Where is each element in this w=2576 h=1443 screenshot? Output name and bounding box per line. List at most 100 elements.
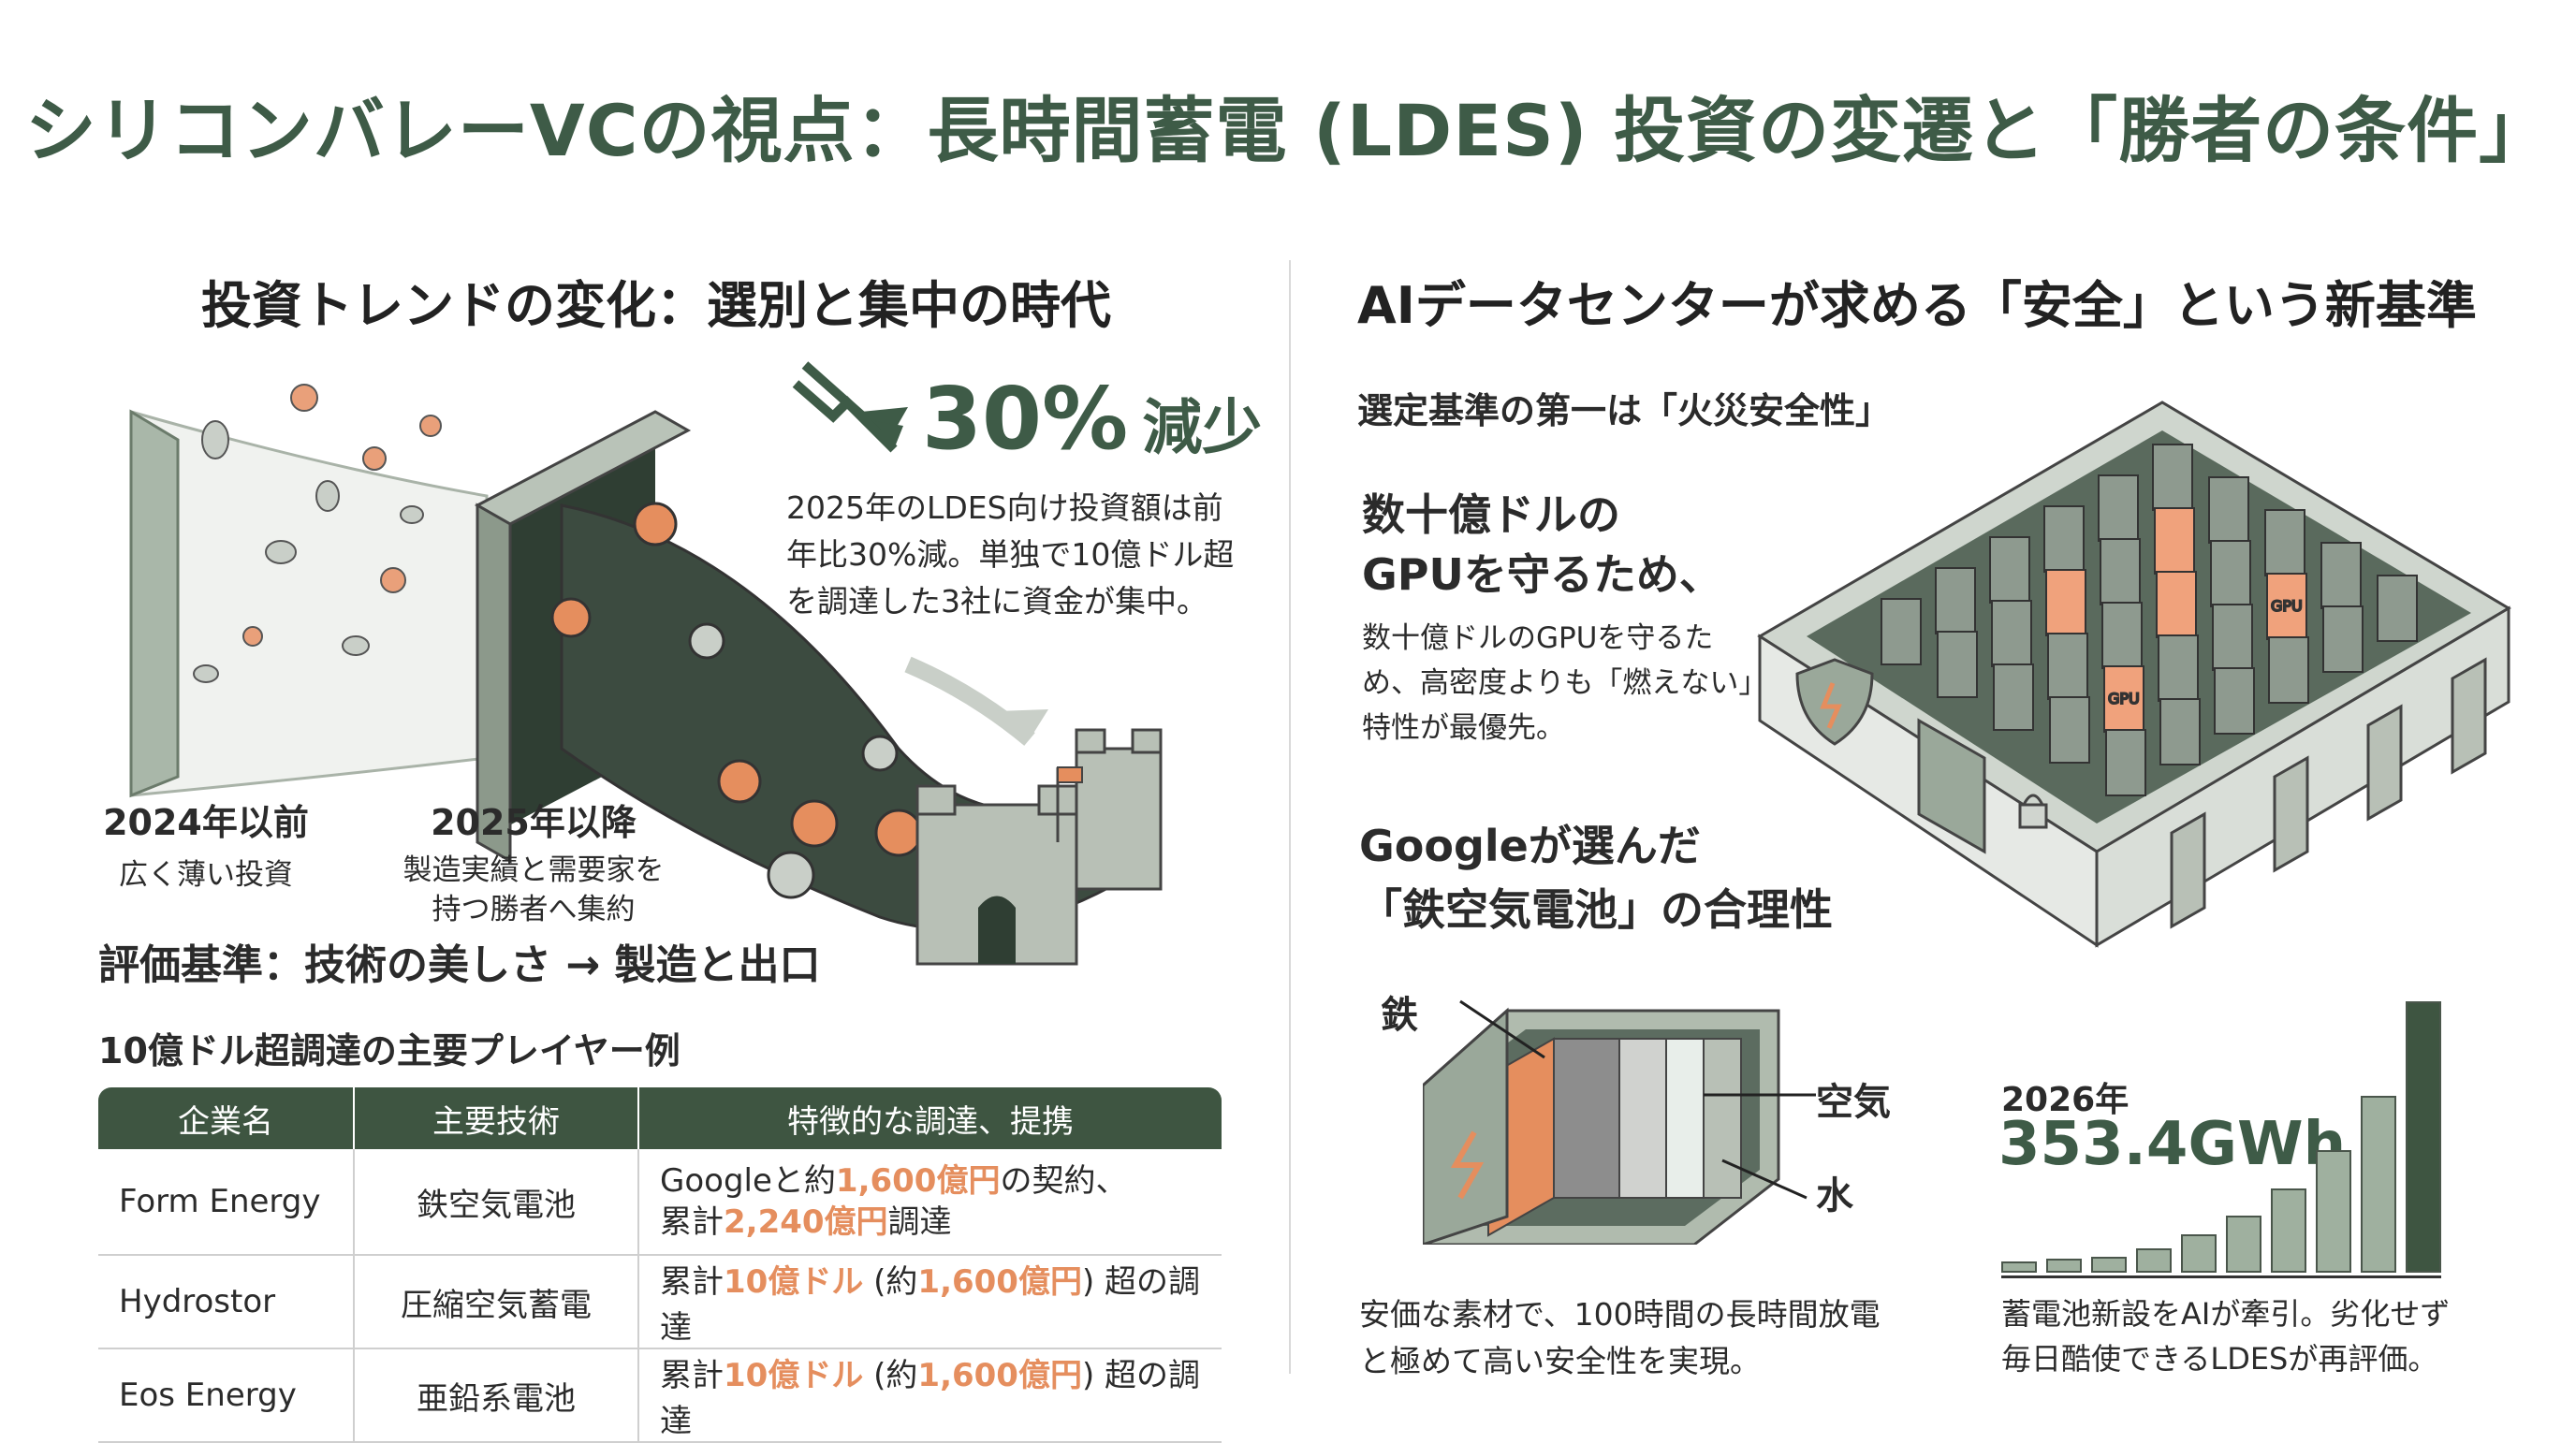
highlight-amount: 10億ドル — [724, 1263, 864, 1301]
server-rack — [1991, 600, 2032, 667]
deal-text: ) 超の調達 — [660, 1263, 1201, 1347]
year-label: 2026年 — [2001, 1081, 2130, 1119]
server-rack — [2377, 575, 2418, 642]
deal-text: ) 超の調達 — [660, 1357, 1201, 1440]
cell-deal: 累計10億ドル (約1,600億円) 超の調達 — [637, 1255, 1222, 1349]
cell-deal: Googleと約1,600億円の契約、 累計2,240億円調達 — [637, 1149, 1222, 1256]
gpu-rack — [2266, 573, 2307, 640]
gwh-value: 353.4GWh — [1998, 1110, 2347, 1179]
datacenter-illustration: GPU GPU — [1757, 401, 2511, 948]
after-title: 2025年以降 — [431, 802, 637, 843]
server-rack — [2101, 602, 2143, 669]
highlight-amount: 1,600億円 — [917, 1357, 1082, 1394]
server-rack — [2212, 604, 2253, 671]
growth-bar — [2271, 1188, 2306, 1273]
growth-bar — [2001, 1261, 2037, 1273]
col-header: 特徴的な調達、提携 — [638, 1087, 1222, 1149]
server-rack — [2158, 634, 2199, 702]
gpu-rack — [2045, 569, 2086, 636]
deal-text: の契約、 — [1000, 1162, 1128, 1200]
decline-stat: 30% 減少 — [922, 369, 1262, 469]
decline-line: 年比30%減。単独で10億ドル超 — [786, 536, 1235, 573]
server-rack — [2047, 633, 2088, 700]
cell-company: Form Energy — [98, 1149, 354, 1256]
growth-bar — [2406, 1001, 2441, 1273]
highlight-amount: 10億ドル — [724, 1357, 864, 1394]
growth-bar — [2316, 1150, 2351, 1273]
server-rack — [2100, 538, 2141, 605]
before-desc: 広く薄い投資 — [119, 858, 293, 892]
server-rack — [2268, 636, 2309, 704]
server-rack — [2210, 540, 2251, 607]
before-title: 2024年以前 — [103, 802, 309, 843]
table-row: Hydrostor 圧縮空気蓄電 累計10億ドル (約1,600億円) 超の調達 — [98, 1255, 1222, 1349]
growth-bar — [2136, 1248, 2172, 1273]
server-rack — [2049, 696, 2090, 764]
center-divider — [1289, 260, 1291, 1374]
decline-number: 30% — [922, 369, 1129, 469]
battery-text: 安価な素材で、100時間の長時間放電 と極めて高い安全性を実現。 — [1359, 1296, 1881, 1379]
growth-bar — [2226, 1216, 2261, 1273]
highlight-amount: 1,600億円 — [917, 1263, 1082, 1301]
google-heading: Googleが選んだ 「鉄空気電池」の合理性 — [1359, 821, 1833, 935]
server-rack — [2098, 474, 2139, 542]
right-heading: AIデータセンターが求める「安全」という新基準 — [1357, 276, 2477, 335]
server-rack — [2043, 505, 2085, 573]
deal-text: (約 — [863, 1357, 918, 1394]
cell-company: Hydrostor — [98, 1255, 354, 1349]
server-rack — [2152, 444, 2193, 511]
deal-text: 累計 — [660, 1357, 724, 1394]
label-air: 空気 — [1816, 1081, 1891, 1124]
server-rack — [1993, 663, 2034, 731]
label-water: 水 — [1816, 1174, 1853, 1217]
server-rack — [1935, 567, 1976, 634]
growth-bar — [2091, 1257, 2127, 1273]
server-rack — [2214, 667, 2255, 735]
table-row: Eos Energy 亜鉛系電池 累計10億ドル (約1,600億円) 超の調達 — [98, 1348, 1222, 1443]
server-rack — [2159, 698, 2201, 765]
decline-label: 減少 — [1142, 394, 1263, 463]
down-trend-icon — [791, 374, 913, 459]
server-rack — [2322, 605, 2364, 673]
growth-bar-chart — [2001, 997, 2441, 1273]
players-table: 企業名 主要技術 特徴的な調達、提携 Form Energy 鉄空気電池 Goo… — [98, 1087, 1222, 1443]
server-rack — [1881, 598, 1922, 665]
criteria-first: 選定基準の第一は「火災安全性」 — [1357, 390, 1892, 431]
gpu-rack — [2156, 571, 2197, 638]
col-header: 主要技術 — [354, 1087, 639, 1149]
growth-bar — [2361, 1096, 2396, 1273]
gpu-label: GPU — [2271, 597, 2303, 615]
server-rack — [2208, 476, 2249, 544]
server-rack — [1989, 536, 2030, 604]
decline-description: 2025年のLDES向け投資額は前 年比30%減。単独で10億ドル超 を調達した… — [786, 485, 1234, 625]
cell-tech: 圧縮空気蓄電 — [353, 1255, 638, 1349]
highlight-amount: 2,240億円 — [724, 1203, 888, 1241]
chart-baseline — [2001, 1275, 2441, 1278]
gpu-label: GPU — [2108, 690, 2140, 707]
server-rack — [2105, 729, 2146, 796]
label-iron: 鉄 — [1381, 994, 1418, 1037]
gwh-text: 蓄電池新設をAIが牽引。劣化せず 毎日酷使できるLDESが再評価。 — [2001, 1296, 2451, 1377]
gpu-text: 数十億ドルのGPUを守るた め、高密度よりも「燃えない」 特性が最優先。 — [1362, 621, 1768, 745]
highlight-amount: 1,600億円 — [835, 1162, 1001, 1200]
col-header: 企業名 — [98, 1087, 355, 1149]
page-title: シリコンバレーVCの視点：長時間蓄電 (LDES) 投資の変遷と「勝者の条件」 — [24, 89, 2552, 172]
after-desc: 製造実績と需要家を 持つ勝者へ集約 — [402, 853, 665, 926]
cell-tech: 鉄空気電池 — [353, 1149, 638, 1256]
decline-line: を調達した3社に資金が集中。 — [786, 583, 1208, 619]
table-header-row: 企業名 主要技術 特徴的な調達、提携 — [98, 1087, 1222, 1149]
before-caption: 2024年以前 広く薄い投資 — [94, 794, 318, 893]
iron-air-battery-illustration — [1423, 999, 1816, 1245]
deal-text: 累計 — [660, 1263, 724, 1301]
deal-text: (約 — [863, 1263, 918, 1301]
deal-text: Googleと約 — [660, 1162, 836, 1200]
cell-tech: 亜鉛系電池 — [353, 1348, 638, 1443]
server-rack — [1937, 631, 1978, 698]
left-heading: 投資トレンドの変化：選別と集中の時代 — [201, 276, 1111, 335]
table-title: 10億ドル超調達の主要プレイヤー例 — [98, 1030, 681, 1071]
growth-bar — [2181, 1234, 2217, 1273]
deal-text: 調達 — [887, 1203, 952, 1241]
server-rack — [2320, 542, 2362, 609]
after-caption: 2025年以降 製造実績と需要家を 持つ勝者へ集約 — [384, 794, 683, 929]
server-rack — [2264, 509, 2305, 576]
